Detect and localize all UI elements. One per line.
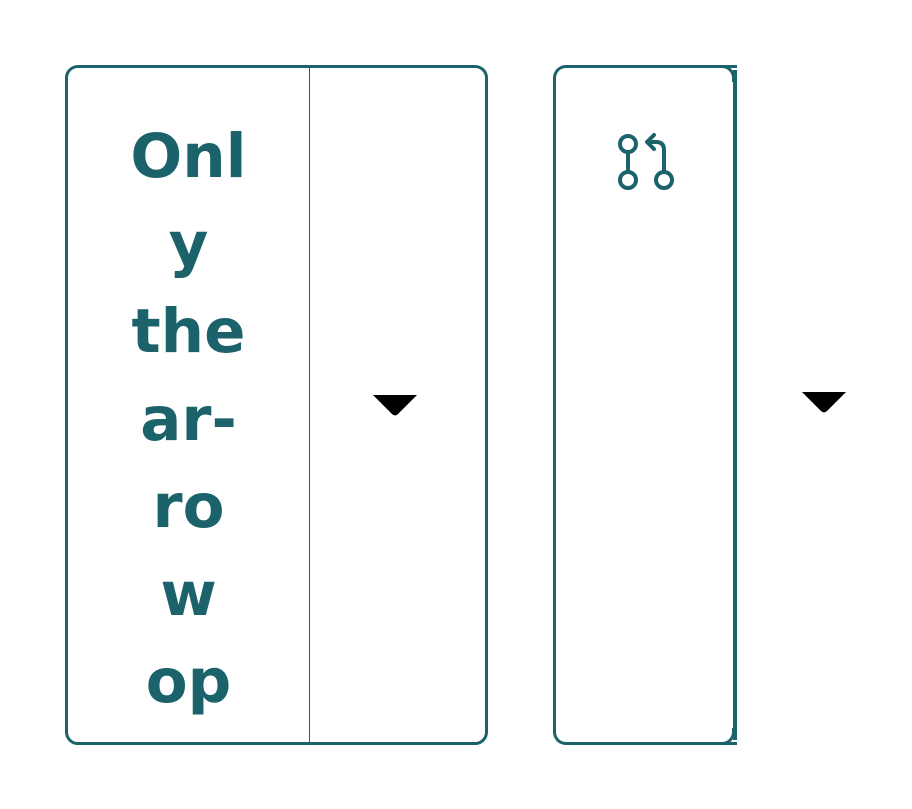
split-button-text-main-action[interactable]: Only the ar­row opens: [68, 68, 310, 742]
split-button-icon-main-action[interactable]: [553, 65, 737, 745]
split-button-text-label: Only the ar­row opens: [128, 121, 249, 742]
split-button-text: Only the ar­row opens: [65, 65, 488, 745]
caret-down-icon: [802, 392, 846, 413]
split-button-text-dropdown-toggle[interactable]: [310, 68, 485, 742]
caret-down-icon: [373, 395, 417, 416]
split-divider: [733, 70, 737, 740]
git-pull-request-icon: [614, 130, 674, 190]
split-button-icon-dropdown-toggle[interactable]: [737, 65, 912, 745]
